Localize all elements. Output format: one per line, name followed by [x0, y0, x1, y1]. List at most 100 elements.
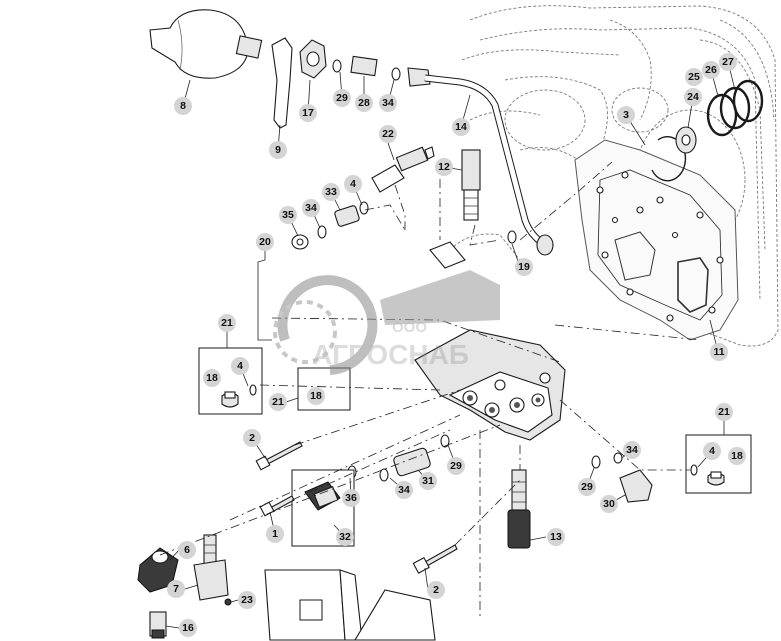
callout-21-right: 21 [715, 403, 733, 421]
callout-23: 23 [238, 591, 256, 609]
svg-text:30: 30 [603, 498, 615, 510]
callout-4-top: 4 [344, 175, 362, 193]
svg-text:14: 14 [455, 121, 467, 133]
callout-35: 35 [279, 206, 297, 224]
callout-22: 22 [379, 125, 397, 143]
svg-text:23: 23 [241, 594, 253, 606]
callout-19: 19 [515, 258, 533, 276]
valve-block [414, 241, 566, 441]
svg-text:1: 1 [272, 528, 278, 540]
svg-text:26: 26 [705, 64, 717, 76]
sensor-group [291, 146, 517, 250]
svg-text:18: 18 [731, 450, 743, 462]
svg-text:32: 32 [339, 531, 351, 543]
svg-text:29: 29 [336, 92, 348, 104]
svg-text:4: 4 [709, 445, 715, 457]
svg-text:31: 31 [422, 475, 434, 487]
plug-box-right [685, 434, 752, 494]
svg-text:21: 21 [272, 396, 284, 408]
svg-text:16: 16 [182, 622, 194, 634]
callout-2-left: 2 [243, 429, 261, 447]
callout-14: 14 [452, 118, 470, 136]
assembly-center-lines [159, 160, 701, 620]
callout-29-right: 29 [578, 478, 596, 496]
svg-text:21: 21 [718, 406, 730, 418]
svg-text:19: 19 [518, 261, 530, 273]
callout-3: 3 [617, 106, 635, 124]
callout-11: 11 [710, 343, 728, 361]
svg-text:2: 2 [249, 432, 255, 444]
svg-text:35: 35 [282, 209, 294, 221]
bolts [255, 441, 458, 574]
svg-text:17: 17 [302, 107, 314, 119]
callout-34-mid: 34 [302, 199, 320, 217]
svg-text:34: 34 [626, 444, 638, 456]
svg-text:22: 22 [382, 128, 394, 140]
callout-18-right: 18 [728, 447, 746, 465]
svg-text:4: 4 [237, 360, 243, 372]
callout-28: 28 [355, 94, 373, 112]
callout-29-mid: 29 [447, 457, 465, 475]
svg-text:18: 18 [310, 390, 322, 402]
bracket [264, 569, 436, 641]
callout-8: 8 [174, 97, 192, 115]
accumulator-assembly [149, 9, 431, 129]
callout-1: 1 [266, 525, 284, 543]
callout-16: 16 [179, 619, 197, 637]
svg-text:11: 11 [713, 346, 724, 358]
callout-34-right: 34 [623, 441, 641, 459]
plug-box-left [198, 347, 263, 415]
callout-9: 9 [269, 141, 287, 159]
svg-text:9: 9 [275, 144, 281, 156]
svg-text:28: 28 [358, 97, 370, 109]
callout-20: 20 [256, 233, 274, 251]
svg-text:25: 25 [688, 71, 700, 83]
solenoids [291, 434, 653, 549]
solenoid-assembly-bottom-left [137, 534, 232, 639]
svg-text:34: 34 [398, 484, 410, 496]
callout-6: 6 [178, 541, 196, 559]
callout-34-top: 34 [379, 94, 397, 112]
svg-text:21: 21 [221, 317, 233, 329]
watermark-company-name: АГРОСНАБ [312, 339, 469, 370]
watermark-company-prefix: ООО [392, 319, 427, 336]
transmission-housing [449, 5, 779, 347]
callout-24: 24 [684, 88, 702, 106]
callout-18-center: 18 [307, 387, 325, 405]
callout-21-center: 21 [269, 393, 287, 411]
seal-rings [651, 79, 764, 182]
svg-text:2: 2 [433, 584, 439, 596]
svg-text:3: 3 [623, 109, 629, 121]
watermark-logo: ООО АГРОСНАБ [273, 270, 500, 375]
callout-12: 12 [435, 158, 453, 176]
callout-25: 25 [685, 68, 703, 86]
callout-34-bottom: 34 [395, 481, 413, 499]
svg-text:18: 18 [206, 372, 218, 384]
callout-30: 30 [600, 495, 618, 513]
callout-32: 32 [336, 528, 354, 546]
svg-text:20: 20 [259, 236, 271, 248]
callout-31: 31 [419, 472, 437, 490]
svg-text:7: 7 [173, 583, 179, 595]
svg-text:27: 27 [722, 56, 734, 68]
callout-21-left: 21 [218, 314, 236, 332]
callout-18-left: 18 [203, 369, 221, 387]
callout-13: 13 [547, 528, 565, 546]
callout-7: 7 [167, 580, 185, 598]
svg-text:12: 12 [438, 161, 450, 173]
hydraulic-tube [424, 74, 554, 256]
svg-text:34: 34 [305, 202, 317, 214]
svg-text:29: 29 [450, 460, 462, 472]
svg-text:34: 34 [382, 97, 394, 109]
callout-4-right: 4 [703, 442, 721, 460]
callout-36: 36 [342, 489, 360, 507]
callout-4-left: 4 [231, 357, 249, 375]
cover-plate [574, 139, 739, 341]
svg-text:8: 8 [180, 100, 186, 112]
callout-26: 26 [702, 61, 720, 79]
callout-labels: 8 9 17 29 28 34 14 3 24 25 26 27 22 12 3… [167, 53, 746, 637]
callout-2-bottom: 2 [427, 581, 445, 599]
callout-17: 17 [299, 104, 317, 122]
plug-box-center [297, 367, 351, 411]
